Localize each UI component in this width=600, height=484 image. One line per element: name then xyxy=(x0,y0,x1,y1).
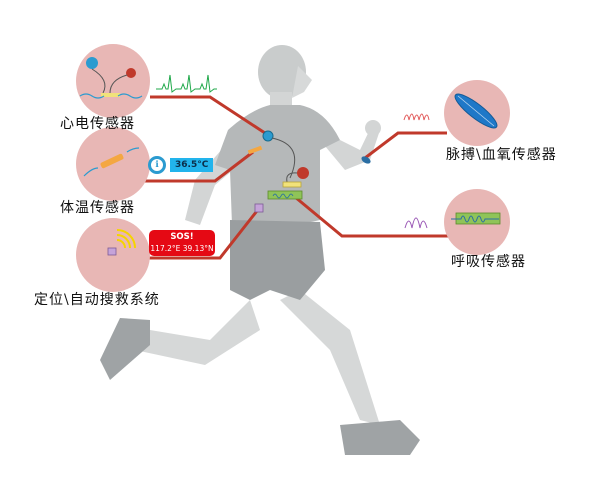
positioning-bubble xyxy=(76,218,150,292)
ecg-bubble xyxy=(76,44,150,118)
label-respiration-sensor: 呼吸传感器 xyxy=(451,254,526,270)
label-temperature-sensor: 体温传感器 xyxy=(60,200,135,216)
connector-positioning xyxy=(145,206,262,260)
temperature-bubble xyxy=(76,127,150,201)
label-ecg-sensor: 心电传感器 xyxy=(60,116,135,132)
sos-coordinates: 117.2°E 39.13°N xyxy=(150,244,214,253)
connector-temperature xyxy=(140,150,254,183)
sos-title: SOS! xyxy=(170,232,194,242)
connector-respiration xyxy=(294,195,452,238)
pulse-bubble xyxy=(444,80,510,146)
pulse-waveform xyxy=(403,113,430,121)
label-pulse-spo2-sensor: 脉搏\血氧传感器 xyxy=(446,147,557,163)
body-sensors xyxy=(247,130,371,213)
temperature-value: 36.5°C xyxy=(170,158,214,172)
respiration-bubble xyxy=(444,189,510,255)
ecg-waveform xyxy=(156,74,217,93)
connector-pulse xyxy=(364,131,447,160)
sos-alert-badge: SOS! 117.2°E 39.13°N xyxy=(149,230,215,256)
connector-lines xyxy=(140,95,452,260)
temperature-reading-badge: ℹ 36.5°C xyxy=(148,156,214,174)
connector-ecg xyxy=(150,95,269,137)
thermometer-icon: ℹ xyxy=(148,156,166,174)
runner-figure xyxy=(100,45,420,455)
label-positioning-system: 定位\自动搜救系统 xyxy=(34,292,160,308)
respiration-waveform xyxy=(404,217,428,229)
